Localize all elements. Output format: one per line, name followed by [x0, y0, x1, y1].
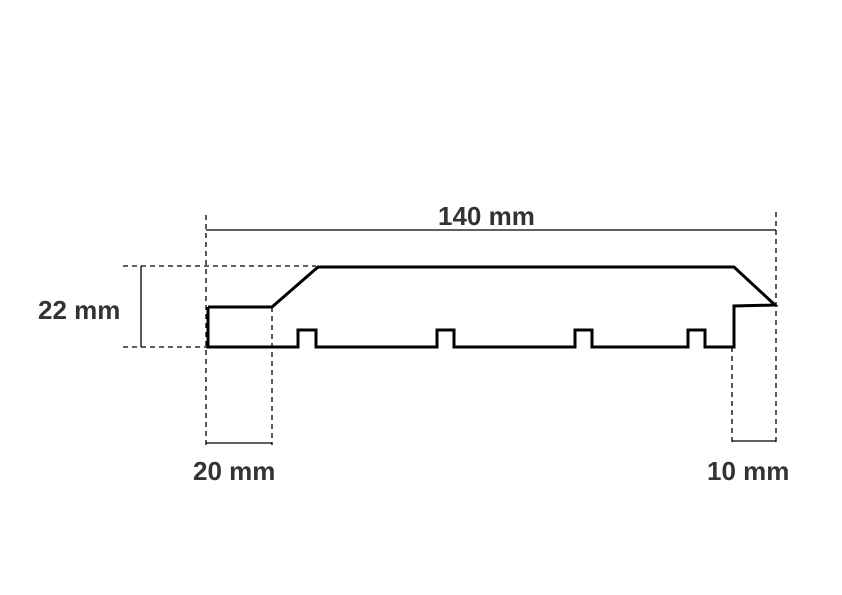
- extension-lines: [123, 212, 777, 445]
- thickness-label: 22 mm: [38, 295, 121, 325]
- dimension-lines: [140, 229, 776, 444]
- left-bevel-label: 20 mm: [193, 456, 276, 486]
- width-label: 140 mm: [438, 201, 535, 231]
- board-profile-outline: [206, 265, 779, 349]
- right-bevel-label: 10 mm: [707, 456, 790, 486]
